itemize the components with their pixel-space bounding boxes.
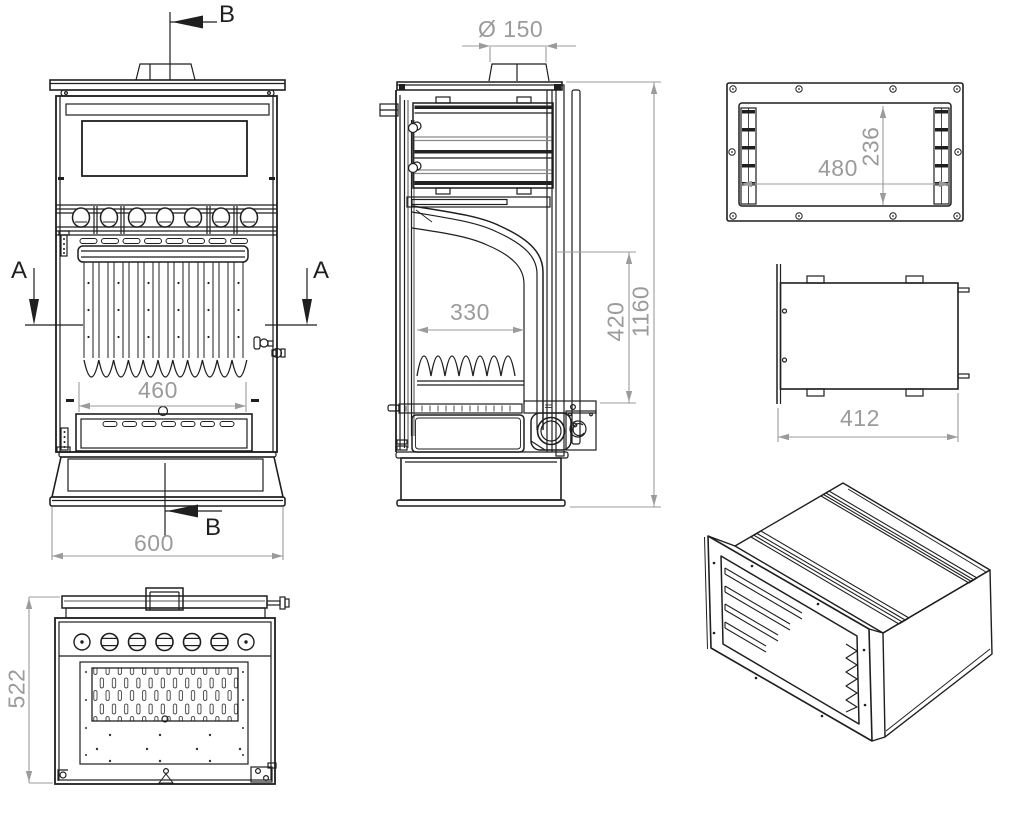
plan-view-dimensions xyxy=(25,596,60,784)
dim-oven-height-236: 236 xyxy=(857,126,884,167)
section-label-b-bottom: B xyxy=(205,514,222,541)
oven-front-dimensions xyxy=(741,106,950,205)
dim-oven-depth-412: 412 xyxy=(840,405,880,431)
plan-view xyxy=(54,587,290,785)
section-label-a-right: A xyxy=(313,257,330,284)
dim-overall-width-600: 600 xyxy=(134,530,174,556)
section-label-a-left: A xyxy=(11,257,28,284)
isometric-view xyxy=(704,482,993,742)
dim-grate-width-460: 460 xyxy=(138,377,178,403)
front-view-dimensions xyxy=(51,382,284,560)
section-label-b-top: B xyxy=(219,1,236,28)
side-section-view xyxy=(379,63,597,507)
dim-overall-depth-522: 522 xyxy=(3,668,30,709)
dim-firebox-height-420: 420 xyxy=(602,301,629,342)
oven-side-view xyxy=(776,264,970,404)
dim-oven-width-480: 480 xyxy=(818,155,858,181)
dim-firebox-depth-330: 330 xyxy=(450,299,490,325)
side-section-dimensions xyxy=(417,42,661,508)
dim-flue-diameter-150: Ø 150 xyxy=(478,16,544,42)
dim-overall-height-1160: 1160 xyxy=(627,285,654,338)
front-view xyxy=(25,12,317,537)
oven-side-dimensions xyxy=(777,393,959,442)
oven-front-view xyxy=(726,82,964,222)
